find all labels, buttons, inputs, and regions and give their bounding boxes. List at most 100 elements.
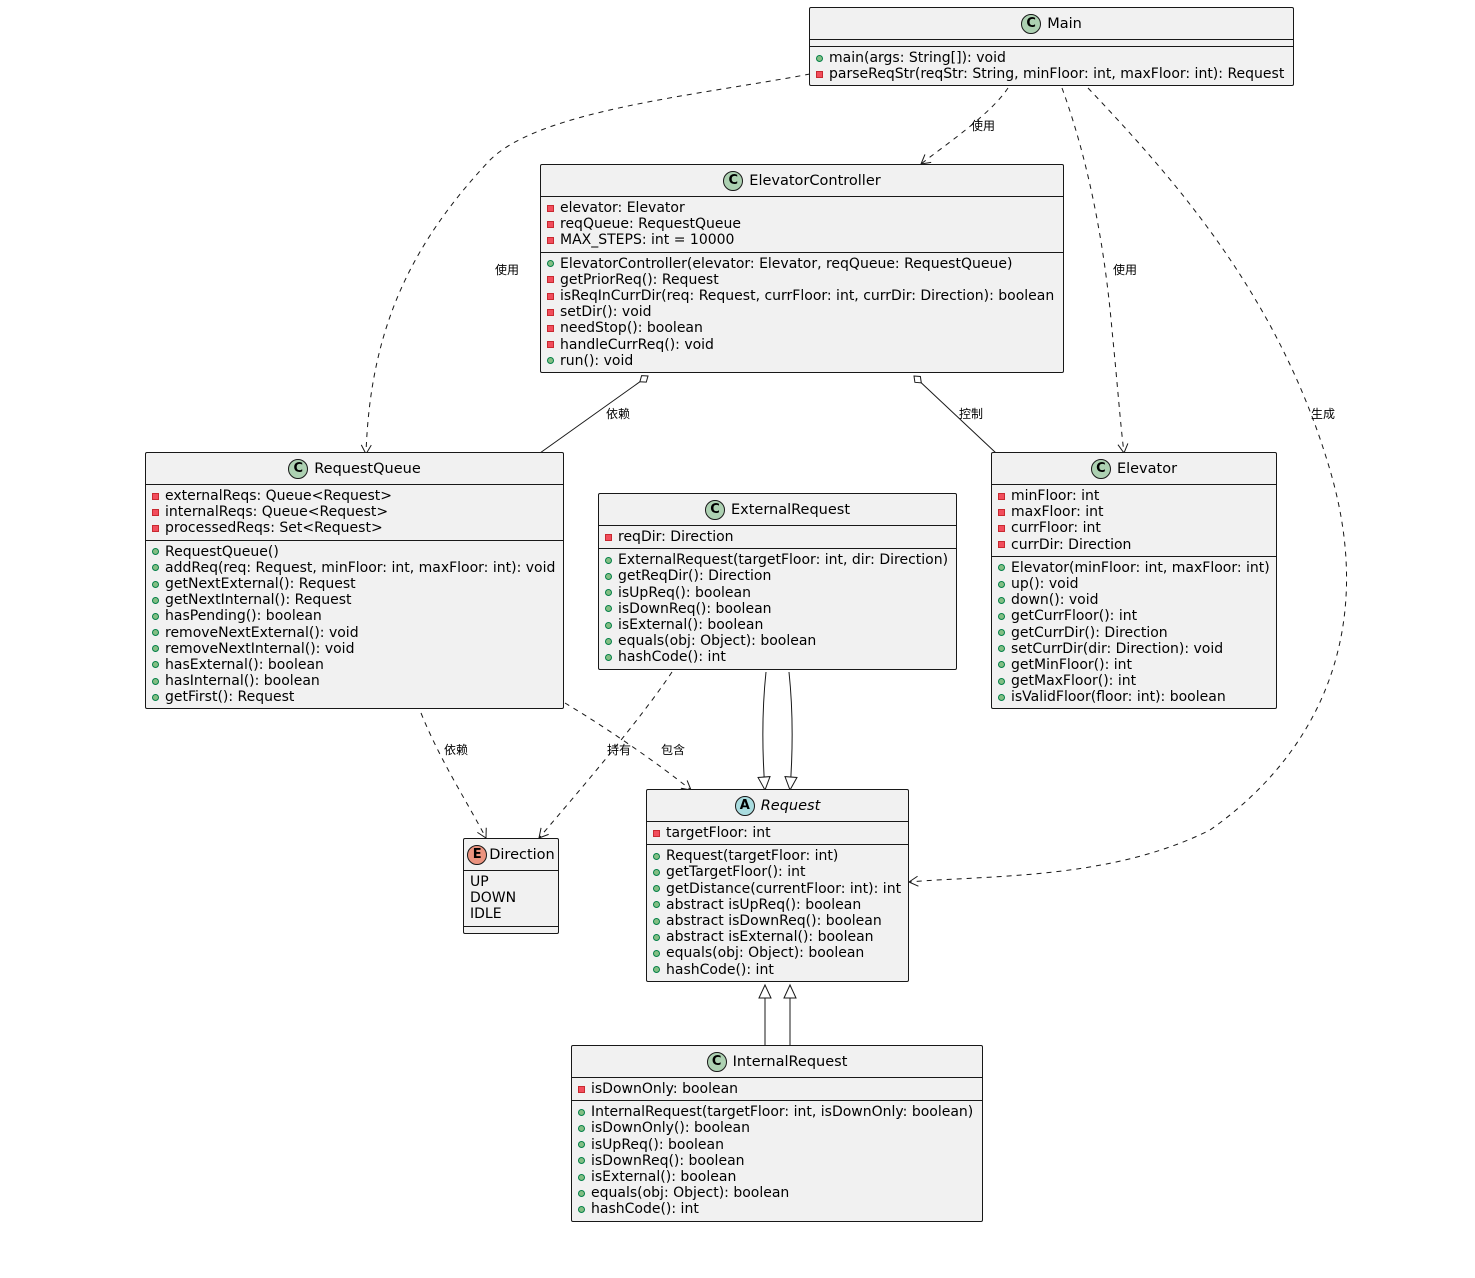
method-text: parseReqStr(reqStr: String, minFloor: in… [829, 66, 1285, 83]
public-visibility-icon [578, 1141, 585, 1149]
public-visibility-icon [998, 596, 1005, 604]
method-text: InternalRequest(targetFloor: int, isDown… [591, 1104, 974, 1121]
method-row: abstract isExternal(): boolean [653, 929, 908, 945]
public-visibility-icon [998, 564, 1005, 572]
class-name: Direction [489, 846, 555, 863]
class-icon: C [1090, 458, 1111, 479]
private-visibility-icon [998, 524, 1005, 532]
method-text: isExternal(): boolean [618, 617, 764, 634]
method-row: InternalRequest(targetFloor: int, isDown… [578, 1104, 982, 1120]
public-visibility-icon [605, 637, 612, 645]
private-visibility-icon [653, 829, 660, 837]
class-name: Elevator [1116, 460, 1178, 477]
public-visibility-icon [547, 357, 554, 365]
public-visibility-icon [653, 917, 660, 925]
public-visibility-icon [152, 693, 159, 701]
methods-section: InternalRequest(targetFloor: int, isDown… [572, 1101, 982, 1220]
private-visibility-icon [547, 276, 554, 284]
method-text: setCurrDir(dir: Direction): void [1011, 640, 1224, 657]
private-visibility-icon [152, 508, 159, 516]
method-row: getFirst(): Request [152, 689, 563, 705]
public-visibility-icon [605, 605, 612, 613]
method-row: getCurrFloor(): int [998, 608, 1276, 624]
method-text: getCurrFloor(): int [1011, 608, 1138, 625]
method-text: getDistance(currentFloor: int): int [666, 880, 902, 897]
field-text: reqQueue: RequestQueue [560, 216, 741, 233]
private-visibility-icon [547, 308, 554, 316]
field-text: isDownOnly: boolean [591, 1081, 739, 1098]
public-visibility-icon [578, 1108, 585, 1116]
methods-section: ElevatorController(elevator: Elevator, r… [541, 253, 1063, 372]
method-text: isValidFloor(floor: int): boolean [1011, 689, 1226, 706]
class-icon: C [1021, 13, 1042, 34]
public-visibility-icon [152, 612, 159, 620]
private-visibility-icon [578, 1085, 585, 1093]
method-row: getTargetFloor(): int [653, 864, 908, 880]
field-text: maxFloor: int [1011, 504, 1104, 521]
methods-section: ExternalRequest(targetFloor: int, dir: D… [599, 549, 956, 668]
method-row: isUpReq(): boolean [578, 1137, 982, 1153]
public-visibility-icon [998, 629, 1005, 637]
method-text: isReqInCurrDir(req: Request, currFloor: … [560, 288, 1055, 305]
field-row: isDownOnly: boolean [578, 1081, 982, 1097]
public-visibility-icon [578, 1205, 585, 1213]
edge-controller-elevator [913, 375, 997, 454]
field-row: reqQueue: RequestQueue [547, 216, 1063, 232]
edge-main-controller [920, 87, 1009, 165]
method-row: hashCode(): int [605, 649, 956, 665]
fields-section: externalReqs: Queue<Request>internalReqs… [146, 485, 563, 541]
method-row: down(): void [998, 592, 1276, 608]
public-visibility-icon [152, 564, 159, 572]
private-visibility-icon [998, 508, 1005, 516]
method-text: equals(obj: Object): boolean [666, 945, 865, 962]
method-text: getNextExternal(): Request [165, 576, 356, 593]
method-row: getNextInternal(): Request [152, 592, 563, 608]
method-text: getReqDir(): Direction [618, 568, 772, 585]
method-text: down(): void [1011, 592, 1099, 609]
public-visibility-icon [998, 677, 1005, 685]
label-main-uses-queue: 使用 [495, 263, 520, 277]
class-name: ExternalRequest [730, 501, 851, 518]
private-visibility-icon [547, 324, 554, 332]
method-text: removeNextInternal(): void [165, 640, 355, 657]
public-visibility-icon [653, 852, 660, 860]
method-text: hasPending(): boolean [165, 608, 322, 625]
public-visibility-icon [605, 556, 612, 564]
edge-main-elevator [1061, 87, 1129, 455]
label-controller-controls-elevator: 控制 [959, 407, 984, 421]
method-text: equals(obj: Object): boolean [591, 1185, 790, 1202]
edge-controller-queue [539, 375, 649, 454]
public-visibility-icon [605, 621, 612, 629]
public-visibility-icon [653, 868, 660, 876]
public-visibility-icon [998, 645, 1005, 653]
public-visibility-icon [998, 612, 1005, 620]
label-main-creates-request: 生成 [1311, 407, 1336, 421]
method-row: abstract isDownReq(): boolean [653, 913, 908, 929]
method-row: getPriorReq(): Request [547, 272, 1063, 288]
edge-queue-request [564, 702, 692, 791]
field-row: currDir: Direction [998, 537, 1276, 553]
method-text: getFirst(): Request [165, 689, 295, 706]
method-text: ElevatorController(elevator: Elevator, r… [560, 255, 1013, 272]
method-row: hasExternal(): boolean [152, 657, 563, 673]
label-controller-depends-queue: 依赖 [606, 407, 631, 421]
public-visibility-icon [816, 54, 823, 62]
method-row: isUpReq(): boolean [605, 585, 956, 601]
edge-main-queue [360, 73, 811, 456]
public-visibility-icon [998, 661, 1005, 669]
public-visibility-icon [547, 260, 554, 268]
